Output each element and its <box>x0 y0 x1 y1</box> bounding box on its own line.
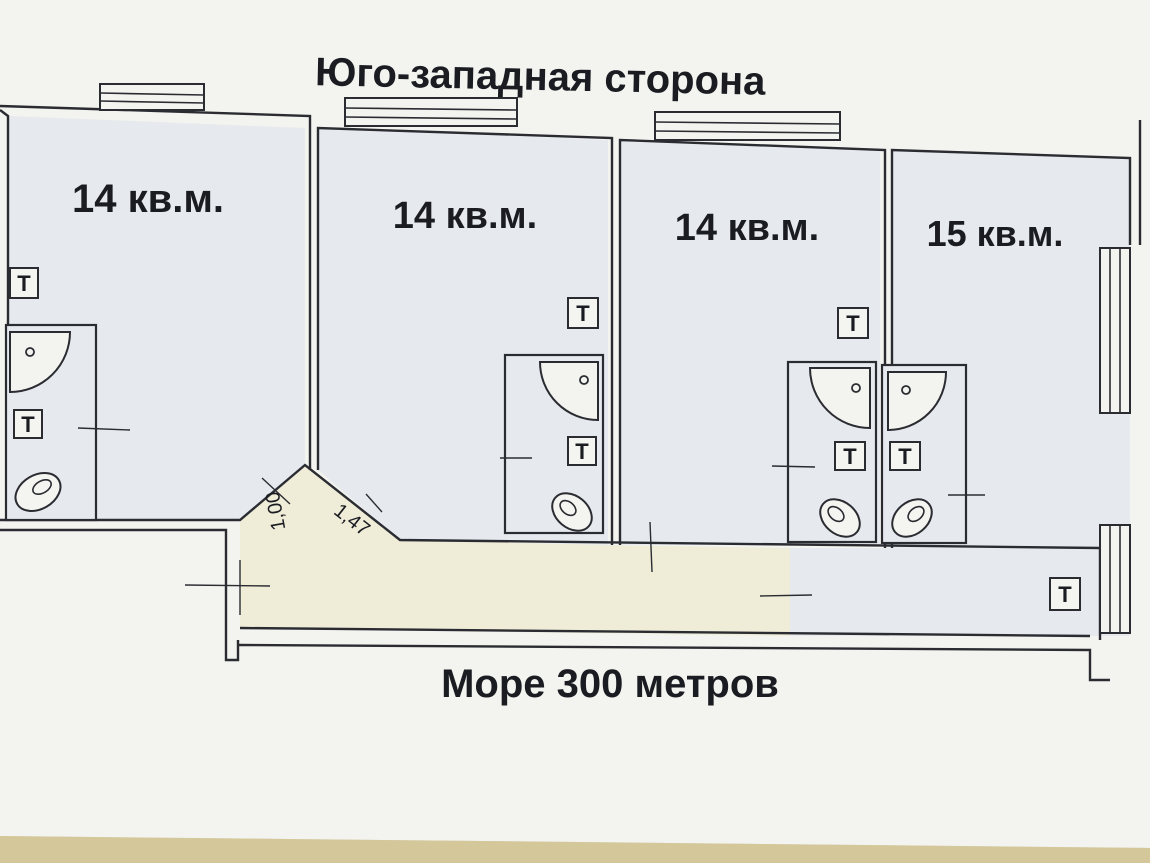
outlet-symbol: T <box>1058 582 1072 607</box>
room-area-label: 15 кв.м. <box>927 213 1064 254</box>
outlet-symbol: T <box>843 444 857 469</box>
outlet-symbol: T <box>21 412 35 437</box>
room-area-label: 14 кв.м. <box>393 195 537 237</box>
outlet-room-1: T <box>9 267 39 299</box>
door-marks <box>77 427 985 615</box>
window-side-upper <box>1099 247 1131 414</box>
outlet-room-2: T <box>567 297 599 329</box>
bathroom-4: T <box>880 363 968 545</box>
room-area-label: 14 кв.м. <box>675 207 819 249</box>
outlet-room-3: T <box>837 307 869 339</box>
window-side-lower <box>1099 524 1131 634</box>
outlet-symbol: T <box>575 439 589 464</box>
bathroom-3: T <box>786 360 878 544</box>
outlet-symbol: T <box>846 311 860 336</box>
window-2 <box>344 97 518 127</box>
window-1 <box>99 83 205 111</box>
room-area-label: 14 кв.м. <box>72 177 224 221</box>
window-3 <box>654 111 841 141</box>
orientation-title: Юго-западная сторона <box>315 50 767 103</box>
outlet-room-4: T <box>1049 577 1081 611</box>
outlet-symbol: T <box>898 444 912 469</box>
corridor <box>240 465 790 636</box>
outlet-symbol: T <box>576 301 590 326</box>
paper-table-edge <box>0 836 1150 863</box>
bathroom-1: T <box>4 323 98 522</box>
distance-caption: Море 300 метров <box>441 662 779 706</box>
bathroom-2: T <box>503 353 605 535</box>
outlet-symbol: T <box>17 271 31 296</box>
